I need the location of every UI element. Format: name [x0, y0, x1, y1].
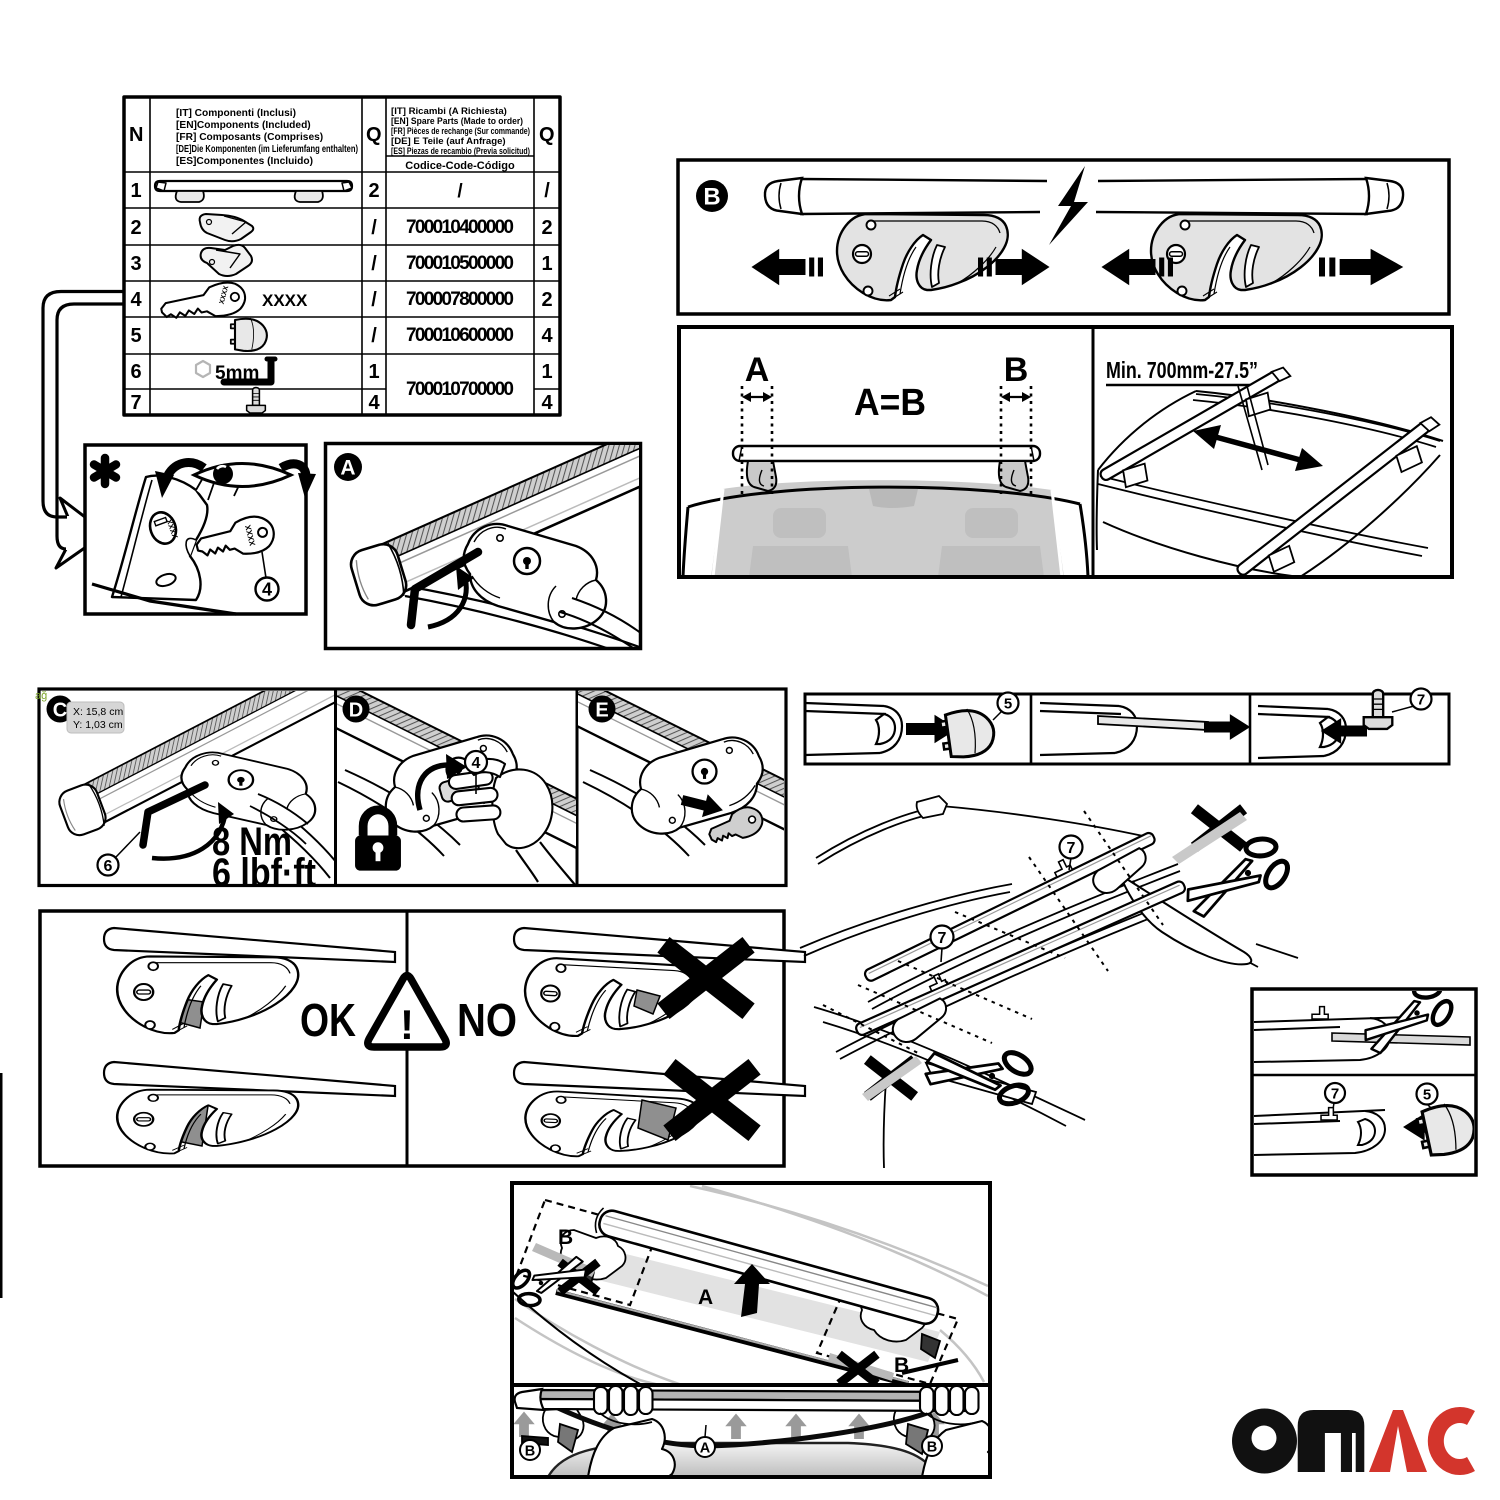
svg-text:4: 4	[368, 392, 380, 414]
svg-text:B: B	[703, 184, 720, 211]
svg-text:Q: Q	[539, 124, 555, 146]
svg-text:[EN]Components (Included): [EN]Components (Included)	[176, 120, 311, 131]
svg-text:Codice-Code-Código: Codice-Code-Código	[405, 160, 515, 172]
svg-text:4: 4	[262, 580, 272, 600]
svg-text:7: 7	[938, 930, 947, 947]
svg-text:5: 5	[1004, 696, 1012, 713]
svg-text:1: 1	[368, 361, 379, 383]
svg-text:A: A	[700, 1441, 711, 1457]
svg-text:4: 4	[541, 325, 553, 347]
svg-text:[IT] Componenti (Inclusi): [IT] Componenti (Inclusi)	[176, 108, 296, 119]
svg-text:2: 2	[541, 217, 552, 239]
svg-text:700010700000: 700010700000	[406, 379, 514, 400]
svg-text:A: A	[745, 351, 770, 389]
svg-text:[EN] Spare Parts (Made to orde: [EN] Spare Parts (Made to order)	[391, 116, 523, 127]
svg-text:[ES] Piezas de recambio (Previ: [ES] Piezas de recambio (Previa solicitu…	[391, 146, 530, 157]
svg-text:B: B	[525, 1444, 535, 1460]
svg-text:6: 6	[104, 858, 113, 875]
svg-text:/: /	[457, 181, 463, 202]
svg-text:E: E	[595, 700, 608, 722]
svg-text:6: 6	[130, 361, 141, 383]
svg-text:[ES]Componentes (Incluido): [ES]Componentes (Incluido)	[176, 156, 313, 167]
svg-text:1: 1	[541, 253, 552, 275]
svg-text:/: /	[371, 289, 377, 311]
svg-text:ağ: ağ	[35, 690, 47, 702]
svg-text:B: B	[558, 1226, 573, 1249]
svg-text:700007800000: 700007800000	[406, 289, 514, 310]
svg-text:7: 7	[1417, 692, 1425, 709]
svg-text:OK: OK	[300, 994, 356, 1046]
svg-text:[FR] Composants (Comprises): [FR] Composants (Comprises)	[176, 132, 323, 143]
svg-text:/: /	[371, 217, 377, 239]
svg-text:7: 7	[1331, 1086, 1339, 1103]
svg-text:/: /	[371, 253, 377, 275]
svg-text:C: C	[53, 700, 67, 722]
svg-text:4: 4	[541, 392, 553, 414]
svg-text:B: B	[1004, 351, 1029, 389]
svg-text:700010500000: 700010500000	[406, 253, 514, 274]
svg-text:8 Nm: 8 Nm	[212, 820, 292, 864]
svg-text:/: /	[371, 325, 377, 347]
svg-text:1: 1	[130, 180, 141, 202]
svg-text:/: /	[544, 180, 550, 202]
svg-text:N: N	[129, 124, 143, 146]
svg-text:2: 2	[368, 180, 379, 202]
svg-text:4: 4	[130, 289, 142, 311]
svg-text:B: B	[927, 1440, 937, 1456]
svg-text:5: 5	[1423, 1087, 1431, 1104]
svg-text:Min. 700mm-27.5”: Min. 700mm-27.5”	[1106, 357, 1258, 383]
svg-text:XXXX: XXXX	[262, 291, 308, 310]
svg-text:7: 7	[130, 392, 141, 414]
svg-text:6 lbf·ft: 6 lbf·ft	[212, 851, 316, 895]
svg-text:[IT] Ricambi (A Richiesta): [IT] Ricambi (A Richiesta)	[391, 106, 507, 117]
svg-text:Y: 1,03 cm: Y: 1,03 cm	[73, 719, 123, 731]
svg-text:A: A	[340, 457, 355, 480]
svg-text:NO: NO	[457, 994, 517, 1046]
svg-text:D: D	[349, 700, 363, 722]
svg-text:4: 4	[472, 755, 481, 772]
svg-text:[DE] E Teile (auf Anfrage): [DE] E Teile (auf Anfrage)	[391, 136, 506, 147]
svg-text:2: 2	[541, 289, 552, 311]
svg-text:X: 15,8 cm: X: 15,8 cm	[73, 706, 123, 718]
svg-text:2: 2	[130, 217, 141, 239]
svg-text:[FR] Pièces de rechange (Sur c: [FR] Pièces de rechange (Sur commande)	[391, 126, 530, 137]
svg-text:3: 3	[130, 253, 141, 275]
svg-text:1: 1	[541, 361, 552, 383]
svg-text:700010400000: 700010400000	[406, 217, 514, 238]
svg-text:Q: Q	[366, 124, 382, 146]
svg-text:7: 7	[1067, 840, 1076, 857]
svg-text:700010600000: 700010600000	[406, 325, 514, 346]
svg-text:A=B: A=B	[854, 382, 926, 424]
svg-text:A: A	[698, 1286, 713, 1309]
svg-text:[DE]Die Komponenten (im Liefer: [DE]Die Komponenten (im Lieferumfang ent…	[176, 144, 358, 155]
svg-text:5: 5	[130, 325, 141, 347]
svg-text:XXXX: XXXX	[219, 285, 231, 305]
